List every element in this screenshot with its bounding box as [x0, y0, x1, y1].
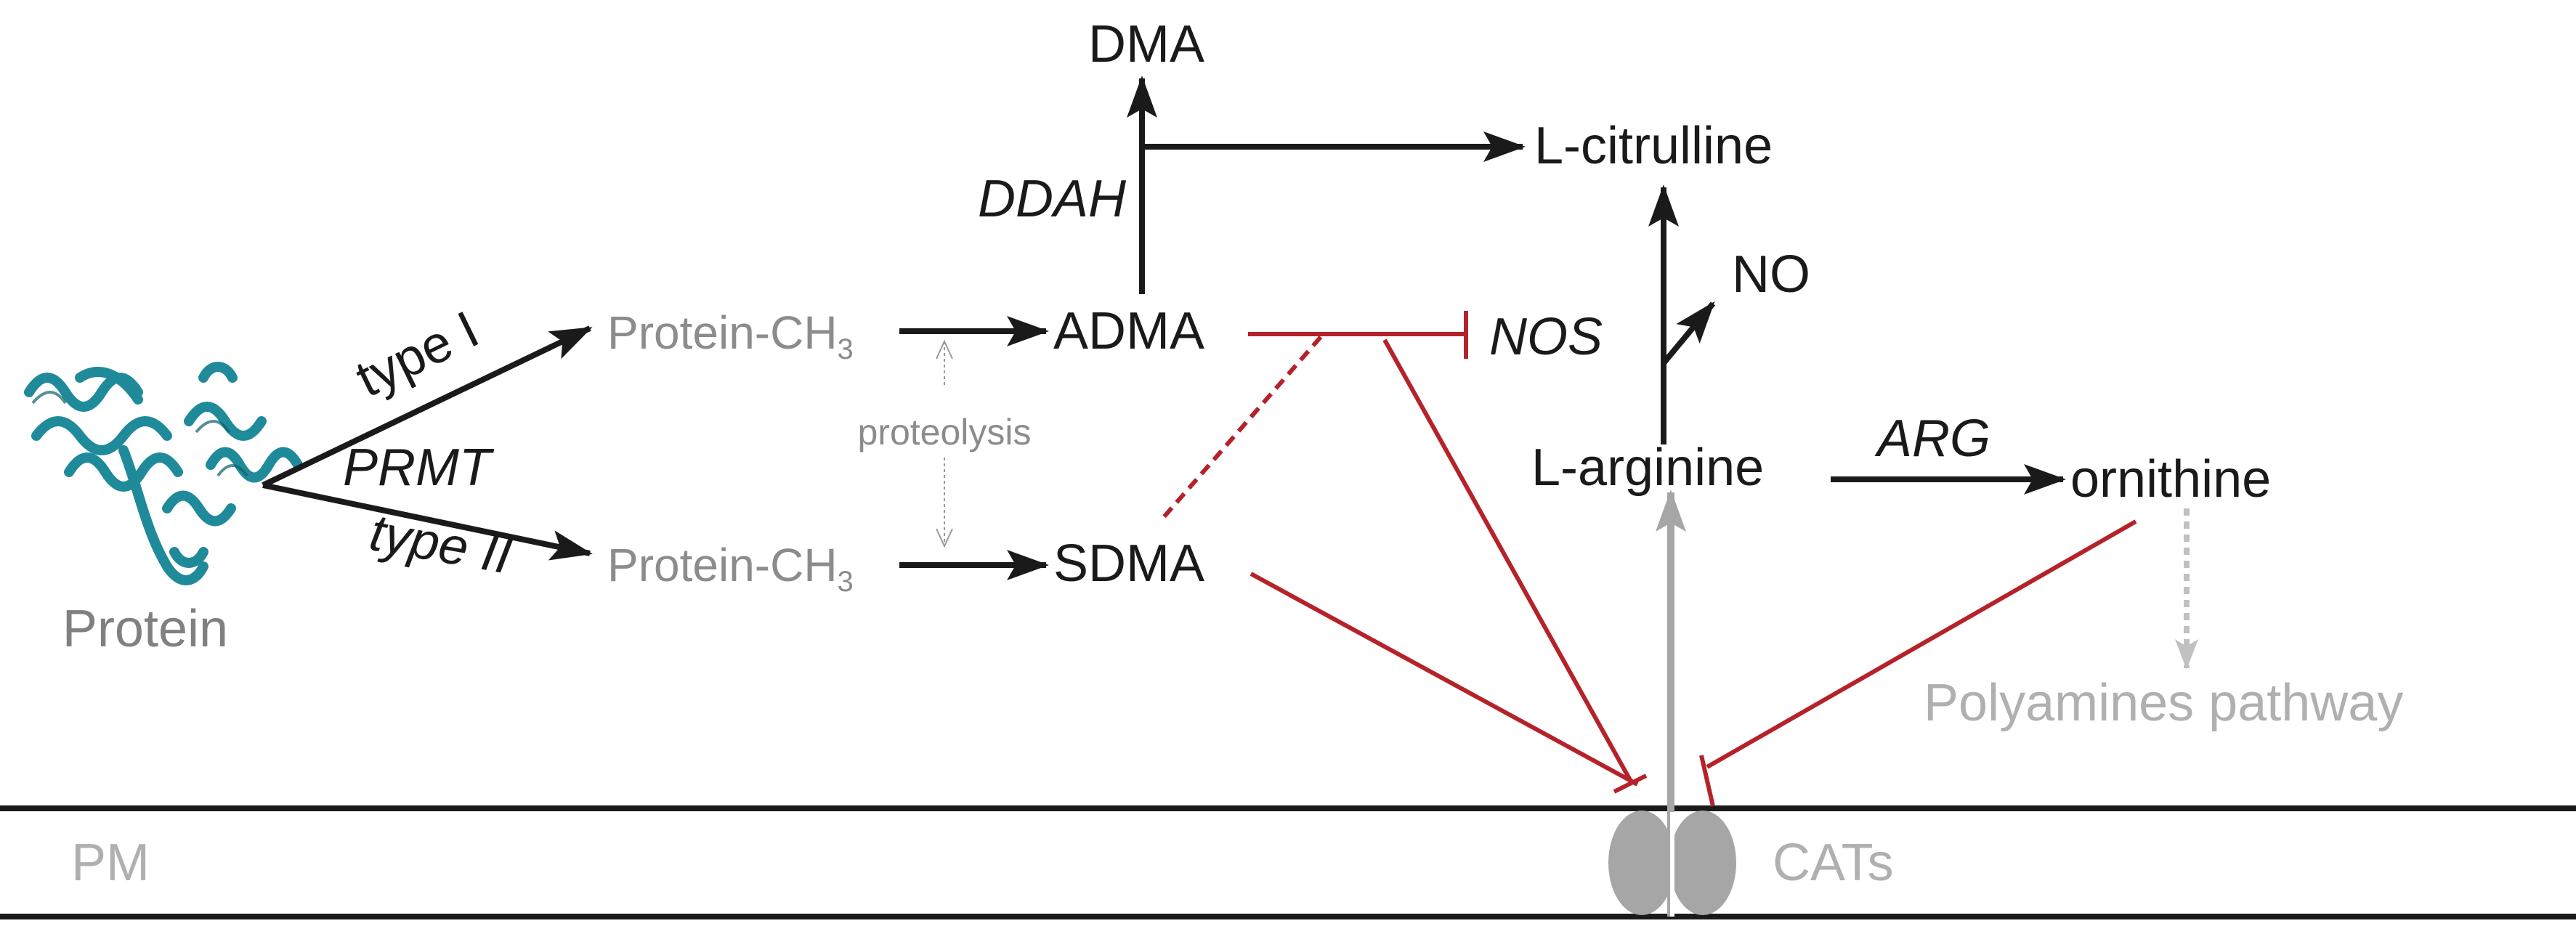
sdma-label: SDMA: [1053, 535, 1204, 593]
proteolysis-label: proteolysis: [858, 412, 1032, 452]
polyamines-pathway-label: Polyamines pathway: [1924, 674, 2403, 732]
prmt-label: PRMT: [343, 439, 495, 497]
nos-label: NOS: [1489, 308, 1603, 366]
cats-label: CATs: [1773, 834, 1894, 892]
type-ii-label: type II: [365, 503, 516, 585]
inhibit-cats-bar-right: [1699, 755, 1715, 807]
inhibit-sdma-cats: [1249, 572, 1639, 787]
transporter-channel-icon: [1608, 811, 1736, 917]
adma-sdma-dashed: [1162, 336, 1323, 519]
protein-ch3-bottom-label: Protein-CH3: [607, 539, 854, 598]
arrow-type-ii: [262, 482, 593, 561]
inhibit-ornithine-cats: [1706, 519, 2137, 769]
inhibit-cats-bar-left: [1613, 773, 1648, 794]
arrow-to-no: [1661, 301, 1716, 372]
type-i-label: type I: [347, 300, 487, 408]
pm-label: PM: [71, 834, 150, 892]
protein-label: Protein: [62, 600, 228, 658]
protein-helix-icon: [24, 362, 303, 585]
l-citrulline-label: L-citrulline: [1534, 117, 1773, 175]
l-arginine-label: L-arginine: [1531, 439, 1764, 497]
adma-label: ADMA: [1053, 302, 1204, 360]
arg-label: ARG: [1874, 410, 1990, 468]
dma-label: DMA: [1088, 15, 1204, 73]
no-label: NO: [1732, 245, 1810, 304]
ddah-label: DDAH: [978, 170, 1127, 228]
ornithine-label: ornithine: [2070, 450, 2271, 508]
arrow-type-i: [262, 325, 593, 488]
protein-ch3-top-label: Protein-CH3: [607, 306, 854, 365]
inhibit-adma-cats: [1382, 338, 1632, 781]
